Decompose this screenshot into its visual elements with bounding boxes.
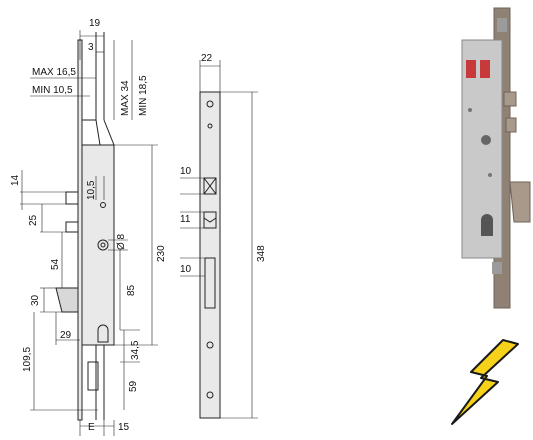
dim-54: 54 (50, 258, 61, 270)
dim-front-10-bottom: 10 (180, 264, 192, 275)
front-view (199, 91, 221, 419)
latch-middle (65, 221, 79, 233)
dim-14: 14 (10, 174, 21, 186)
dim-3: 3 (88, 42, 94, 53)
screw-hole-top (206, 100, 214, 108)
dim-max-16-5: MAX 16,5 (32, 67, 76, 78)
photo-red-tab-left (466, 60, 476, 78)
dim-max-34: MAX 34 (120, 80, 131, 116)
faceplate-edge (77, 39, 83, 421)
front-dimension-lines (180, 60, 258, 419)
dim-min-10-5: MIN 10,5 (32, 85, 73, 96)
dim-e: E (88, 422, 95, 433)
front-dimension-labels: 22 10 11 10 348 (180, 53, 267, 275)
dim-19: 19 (89, 18, 101, 29)
dim-diameter-8: Ø 8 (116, 233, 127, 250)
product-photo (461, 7, 531, 309)
front-plate (199, 91, 221, 419)
dim-29: 29 (60, 330, 72, 341)
deadbolt (55, 287, 79, 313)
dim-22: 22 (201, 53, 213, 64)
lightning-bolt-icon (451, 339, 519, 425)
cylinder-cutout (97, 324, 109, 343)
dim-348: 348 (256, 245, 267, 262)
dim-109-5: 109,5 (22, 347, 33, 372)
dim-10-5: 10,5 (86, 180, 97, 200)
spindle-hole (97, 239, 109, 251)
dim-25: 25 (28, 214, 39, 226)
side-view (55, 32, 115, 421)
screw-hole-bottom (206, 391, 214, 399)
latch-top (65, 191, 79, 205)
dim-85: 85 (126, 284, 137, 296)
photo-cylinder (481, 214, 493, 236)
dim-34-5: 34,5 (130, 340, 141, 360)
photo-deadbolt (509, 181, 531, 223)
dim-59: 59 (128, 380, 139, 392)
dim-min-18-5: MIN 18,5 (138, 75, 149, 116)
photo-red-tab-right (480, 60, 490, 78)
photo-spindle (481, 135, 491, 145)
dim-front-11: 11 (180, 214, 191, 225)
dim-15: 15 (118, 422, 130, 433)
side-dimension-labels: 19 3 MAX 16,5 MIN 10,5 MAX 34 MIN 18,5 1… (10, 18, 167, 433)
dim-230: 230 (156, 245, 167, 262)
dim-30: 30 (30, 294, 41, 306)
dim-front-10-top: 10 (180, 166, 192, 177)
side-dimension-lines (20, 30, 158, 436)
